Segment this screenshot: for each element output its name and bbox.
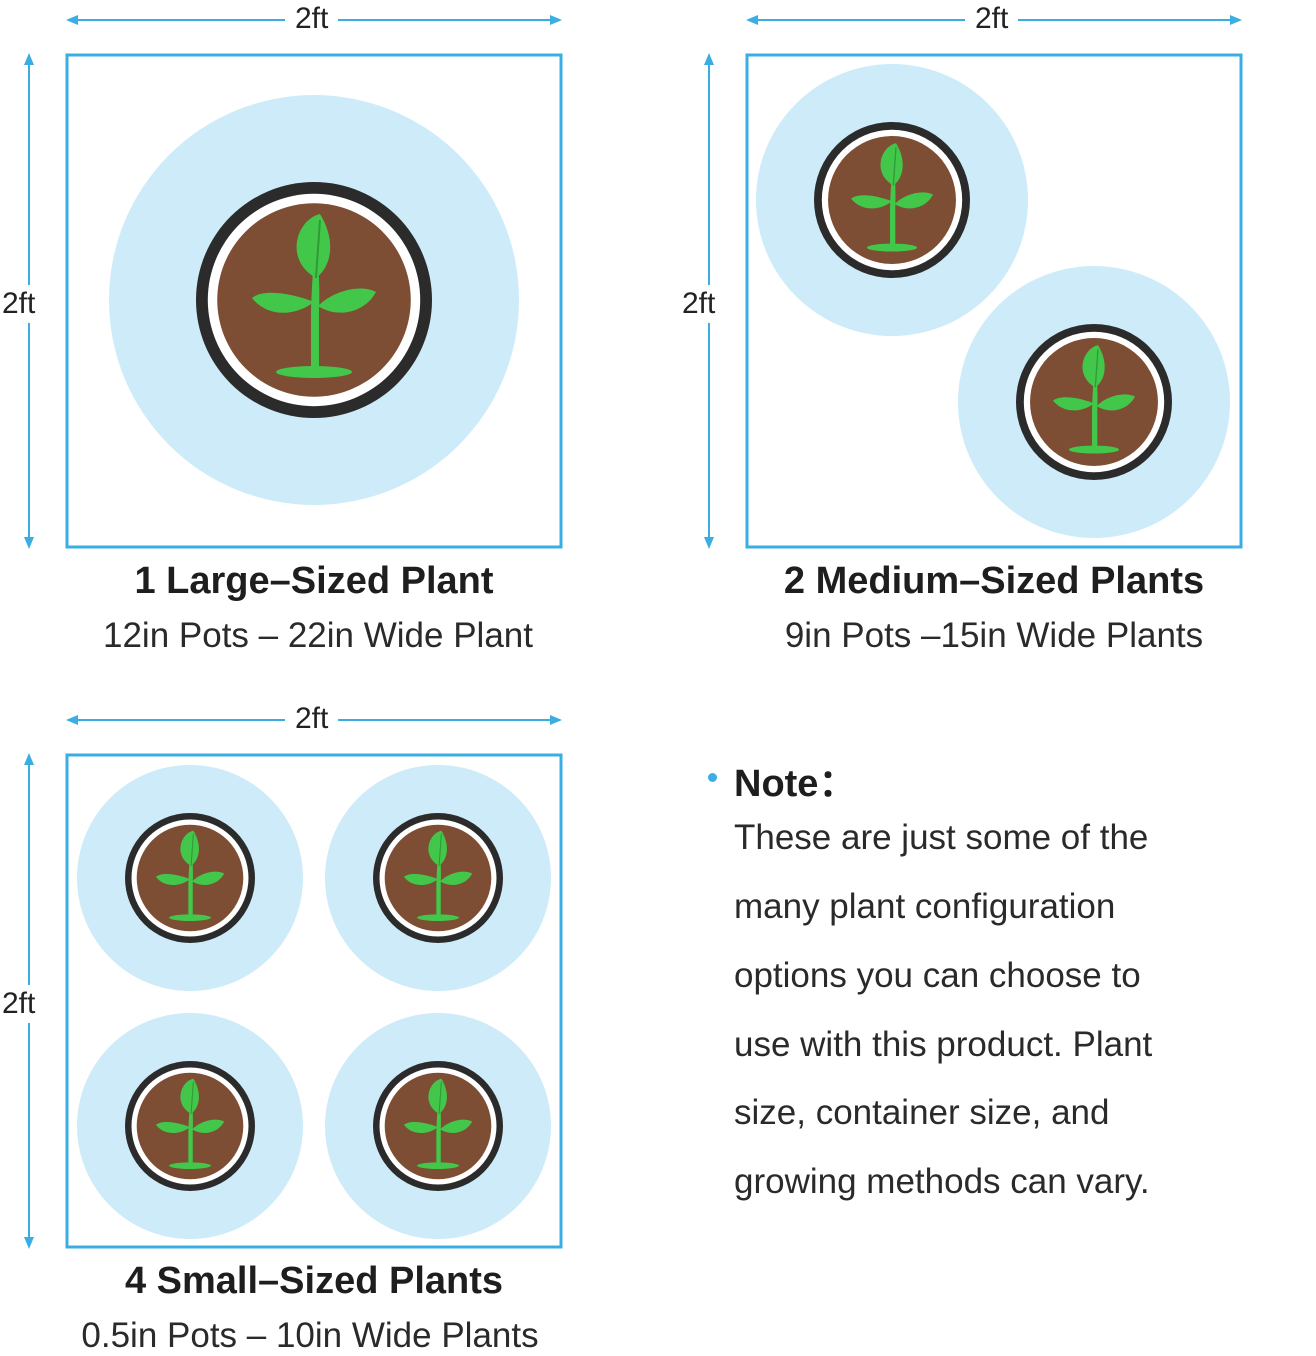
note-line: These are just some of the <box>734 818 1149 857</box>
bullet-dot-icon <box>708 773 717 782</box>
sprout-icon <box>403 1078 473 1169</box>
note-line: growing methods can vary. <box>734 1162 1150 1201</box>
grow-area-boundary <box>745 53 1243 549</box>
plant-pot <box>77 765 303 991</box>
width-label: 2ft <box>965 2 1019 36</box>
panel-large: 2ft 2ft 1 Large–Sized Plant 12in Pots – … <box>0 0 620 670</box>
width-label: 2ft <box>285 2 339 36</box>
sprout-icon <box>851 143 933 252</box>
panel-title: 2 Medium–Sized Plants <box>783 560 1205 602</box>
note-line: options you can choose to <box>734 956 1141 995</box>
sprout-icon <box>403 830 473 921</box>
note-title: Note： <box>734 763 857 805</box>
panel-title: 4 Small–Sized Plants <box>124 1260 504 1302</box>
plant-pot <box>325 765 551 991</box>
plant-pot <box>109 95 519 505</box>
grow-area-boundary <box>65 753 563 1249</box>
height-label: 2ft <box>0 285 42 323</box>
layout-diagram-small <box>24 715 563 1249</box>
height-label: 2ft <box>0 985 42 1023</box>
plant-pot <box>756 64 1028 336</box>
sprout-icon <box>252 214 376 378</box>
panel-title: 1 Large–Sized Plant <box>134 560 494 602</box>
layout-diagram-large <box>24 15 563 549</box>
width-label: 2ft <box>285 702 339 736</box>
plant-pot <box>325 1013 551 1239</box>
plant-pot <box>77 1013 303 1239</box>
panel-subtitle: 9in Pots –15in Wide Plants <box>784 616 1204 655</box>
plant-pot <box>958 266 1230 538</box>
panel-small: 2ft 2ft 4 Small–Sized Plants 0.5in Pots … <box>0 700 620 1356</box>
note-line: many plant configuration <box>734 887 1116 926</box>
panel-subtitle: 12in Pots – 22in Wide Plant <box>103 616 533 655</box>
height-label: 2ft <box>676 285 722 323</box>
sprout-icon <box>1053 345 1135 454</box>
note-line: use with this product. Plant <box>734 1025 1153 1064</box>
panel-medium: 2ft 2ft 2 Medium–Sized Plants 9in Pots –… <box>676 0 1300 670</box>
grow-area-boundary <box>65 53 563 549</box>
layout-diagram-medium <box>704 15 1243 549</box>
panel-subtitle: 0.5in Pots – 10in Wide Plants <box>81 1316 539 1355</box>
note-line: size, container size, and <box>734 1093 1110 1132</box>
sprout-icon <box>155 1078 225 1169</box>
sprout-icon <box>155 830 225 921</box>
